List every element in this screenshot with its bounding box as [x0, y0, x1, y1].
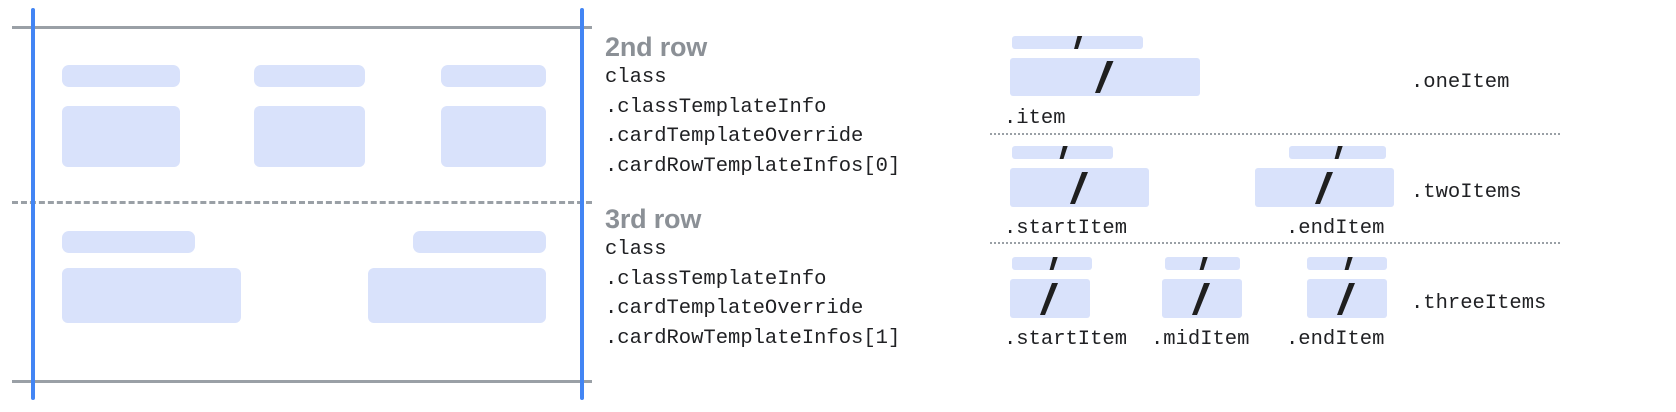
item-image-placeholder — [1010, 279, 1090, 318]
title-placeholder — [254, 65, 365, 87]
title-placeholder — [441, 65, 546, 87]
band-separator-dotted — [990, 242, 1560, 244]
image-placeholder — [254, 106, 365, 167]
slash-icon — [1070, 172, 1088, 204]
image-placeholder — [62, 268, 241, 323]
image-placeholder — [368, 268, 546, 323]
item-slot-label: .startItem — [1004, 328, 1128, 351]
slash-icon — [1059, 146, 1068, 159]
band-tag-three-items: .threeItems — [1411, 292, 1547, 315]
item-slot-label: .endItem — [1286, 328, 1385, 351]
slash-icon — [1337, 283, 1355, 315]
row-spec-line: class — [605, 66, 667, 89]
card-row-separator-dashed — [12, 201, 592, 204]
slash-icon — [1344, 257, 1353, 270]
item-image-placeholder — [1255, 168, 1394, 207]
slash-icon — [1192, 283, 1210, 315]
slash-icon — [1315, 172, 1333, 204]
item-image-placeholder — [1010, 58, 1200, 96]
item-image-placeholder — [1162, 279, 1242, 318]
card-right-edge-guide — [580, 8, 584, 400]
item-title-placeholder — [1012, 146, 1113, 159]
image-placeholder — [62, 106, 180, 167]
slash-icon — [1040, 283, 1058, 315]
item-title-placeholder — [1165, 257, 1240, 270]
band-tag-one-item: .oneItem — [1411, 71, 1510, 94]
item-image-placeholder — [1307, 279, 1387, 318]
item-slot-label: .endItem — [1286, 217, 1385, 240]
slash-icon — [1074, 36, 1083, 49]
slash-icon — [1049, 257, 1058, 270]
row-spec-title: 3rd row — [605, 204, 702, 234]
card-left-edge-guide — [31, 8, 35, 400]
item-image-placeholder — [1010, 168, 1149, 207]
image-placeholder — [441, 106, 546, 167]
row-spec-line: class — [605, 238, 667, 261]
item-title-placeholder — [1012, 257, 1092, 270]
row-spec-line: .classTemplateInfo — [605, 267, 827, 291]
item-title-placeholder — [1307, 257, 1387, 270]
title-placeholder — [413, 231, 546, 253]
item-title-placeholder — [1289, 146, 1386, 159]
item-slot-label: .item — [1004, 107, 1066, 130]
row-spec-line: .classTemplateInfo — [605, 95, 827, 119]
slash-icon — [1199, 257, 1208, 270]
title-placeholder — [62, 65, 180, 87]
title-placeholder — [62, 231, 195, 253]
row-spec-2nd: 2nd row class .classTemplateInfo .cardTe… — [605, 32, 900, 181]
row-spec-line: .cardRowTemplateInfos[1] — [605, 326, 901, 350]
item-slot-label: .midItem — [1151, 328, 1250, 351]
row-spec-line: .cardTemplateOverride — [605, 297, 864, 320]
band-tag-two-items: .twoItems — [1411, 181, 1522, 204]
card-top-boundary-line — [12, 26, 592, 29]
slash-icon — [1334, 146, 1343, 159]
row-spec-3rd: 3rd row class .classTemplateInfo .cardTe… — [605, 204, 900, 353]
band-separator-dotted — [990, 133, 1560, 135]
row-spec-title: 2nd row — [605, 32, 708, 62]
slash-icon — [1095, 61, 1114, 93]
row-spec-line: .cardTemplateOverride — [605, 125, 864, 148]
card-bottom-boundary-line — [12, 380, 592, 383]
item-title-placeholder — [1012, 36, 1143, 49]
row-spec-line: .cardRowTemplateInfos[0] — [605, 154, 901, 178]
item-slot-label: .startItem — [1004, 217, 1128, 240]
